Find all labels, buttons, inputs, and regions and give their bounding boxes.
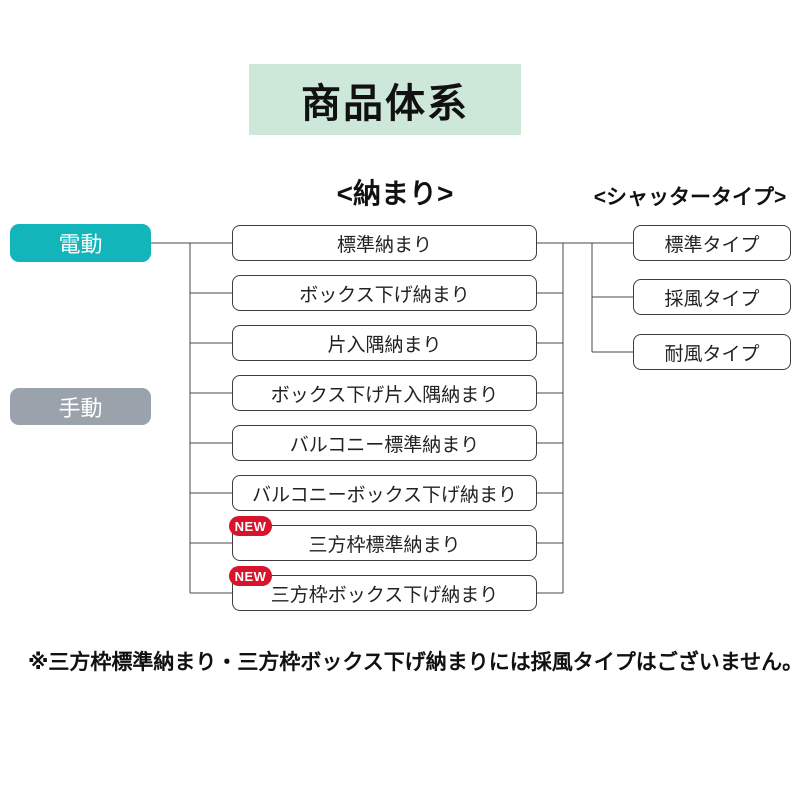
fitting-box-three-side-frame-standard: 三方枠標準納まり xyxy=(232,525,537,561)
fitting-box-standard: 標準納まり xyxy=(232,225,537,261)
shutter-type-box-wind-resistant: 耐風タイプ xyxy=(633,334,791,370)
footnote: ※三方枠標準納まり・三方枠ボックス下げ納まりには採風タイプはございません。 xyxy=(28,651,800,674)
new-badge: NEW xyxy=(229,566,272,586)
fitting-box-single-corner: 片入隅納まり xyxy=(232,325,537,361)
column-header-fitting: <納まり> xyxy=(336,178,454,209)
new-badge: NEW xyxy=(229,516,272,536)
fitting-box-box-lowered-single-corner: ボックス下げ片入隅納まり xyxy=(232,375,537,411)
fitting-box-balcony-box-lowered: バルコニーボックス下げ納まり xyxy=(232,475,537,511)
shutter-type-box-ventilation: 採風タイプ xyxy=(633,279,791,315)
page-title: 商品体系 xyxy=(249,64,521,135)
fitting-box-three-side-frame-box-lowered: 三方枠ボックス下げ納まり xyxy=(232,575,537,611)
fitting-box-box-lowered: ボックス下げ納まり xyxy=(232,275,537,311)
fitting-box-balcony-standard: バルコニー標準納まり xyxy=(232,425,537,461)
column-header-shutter-type: <シャッタータイプ> xyxy=(593,186,787,209)
shutter-type-box-standard: 標準タイプ xyxy=(633,225,791,261)
electric-drive-label: 電動 xyxy=(10,224,151,262)
manual-drive-label: 手動 xyxy=(10,388,151,425)
